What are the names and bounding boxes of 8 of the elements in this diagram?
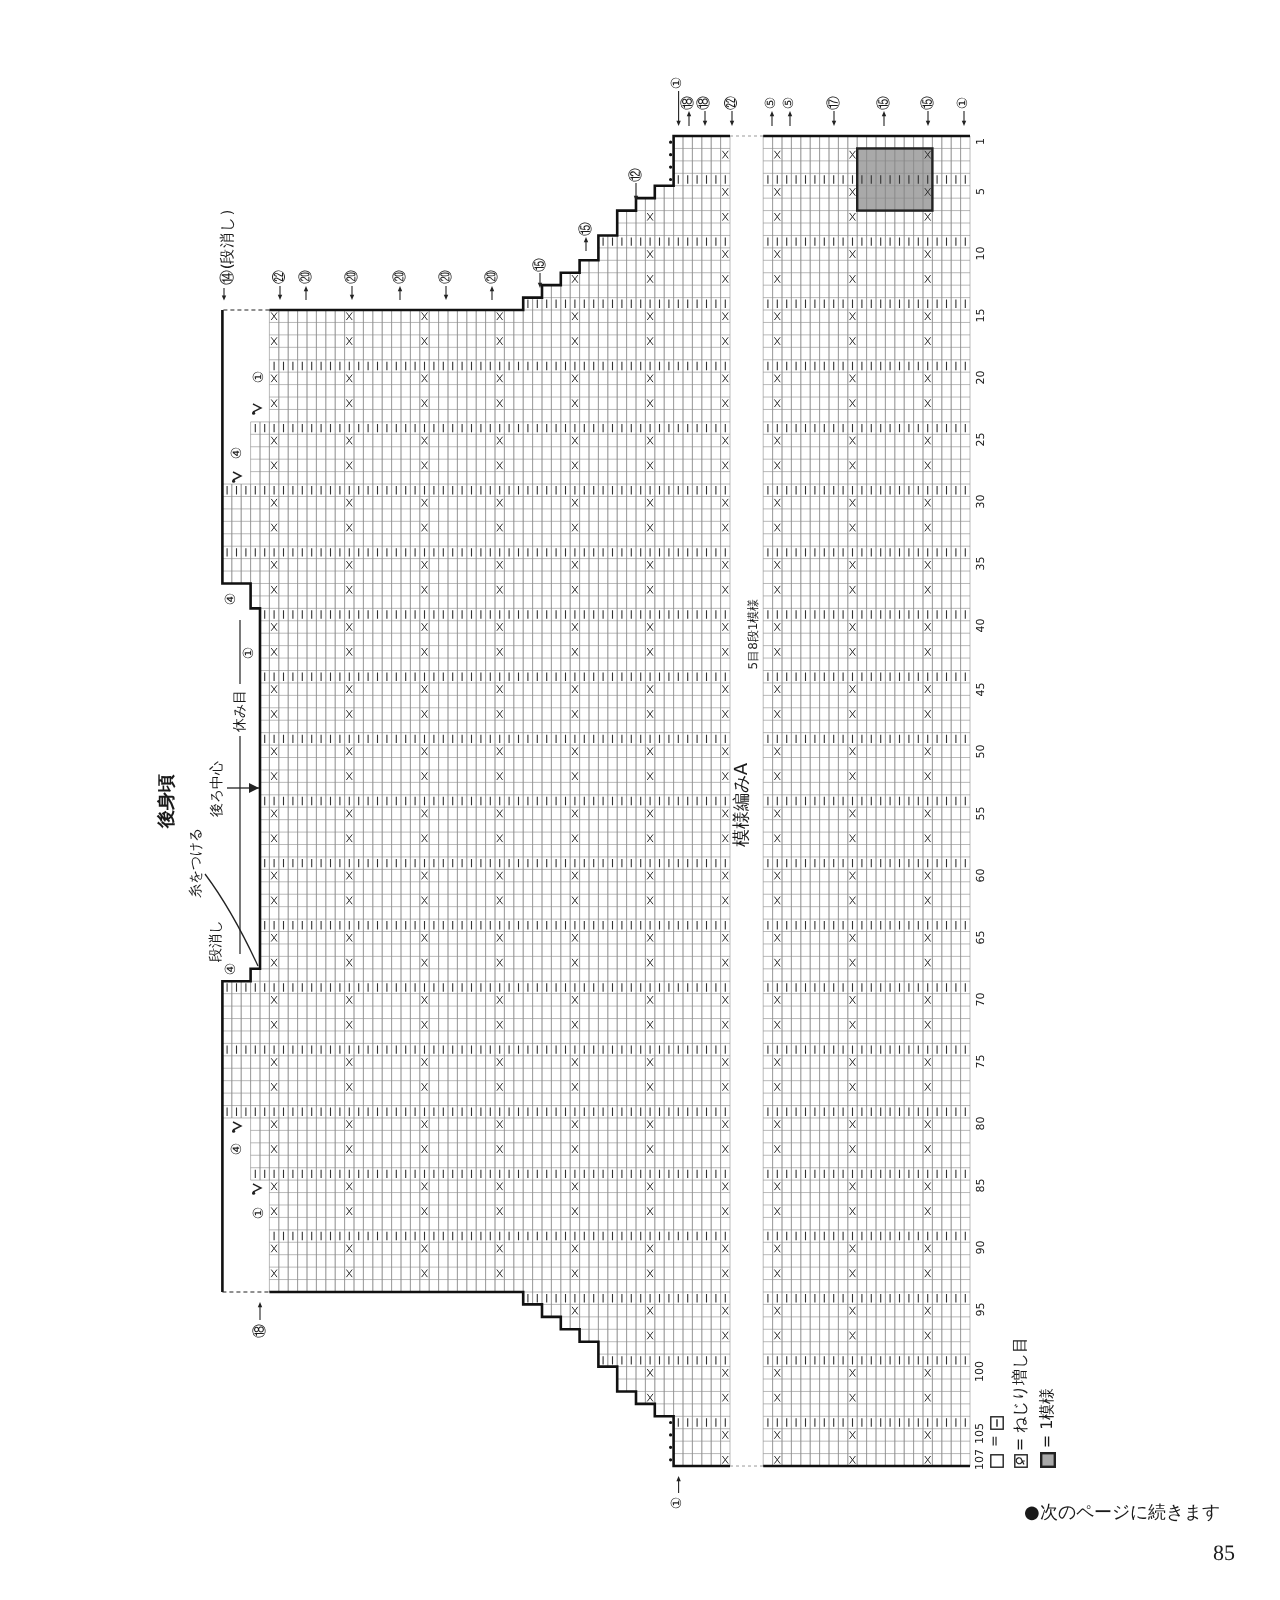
leader-line	[204, 873, 259, 967]
page-number: 85	[1213, 1543, 1235, 1565]
chart-title: 後身頃	[159, 773, 177, 827]
arrow	[226, 783, 260, 793]
note: ●次のページに続きます	[1024, 1506, 1220, 1524]
pattern-label: 模様編みA	[735, 761, 754, 847]
legend-text: = ねじり増し目	[1012, 1335, 1029, 1451]
legend-text: = 1模様	[1039, 1387, 1056, 1449]
